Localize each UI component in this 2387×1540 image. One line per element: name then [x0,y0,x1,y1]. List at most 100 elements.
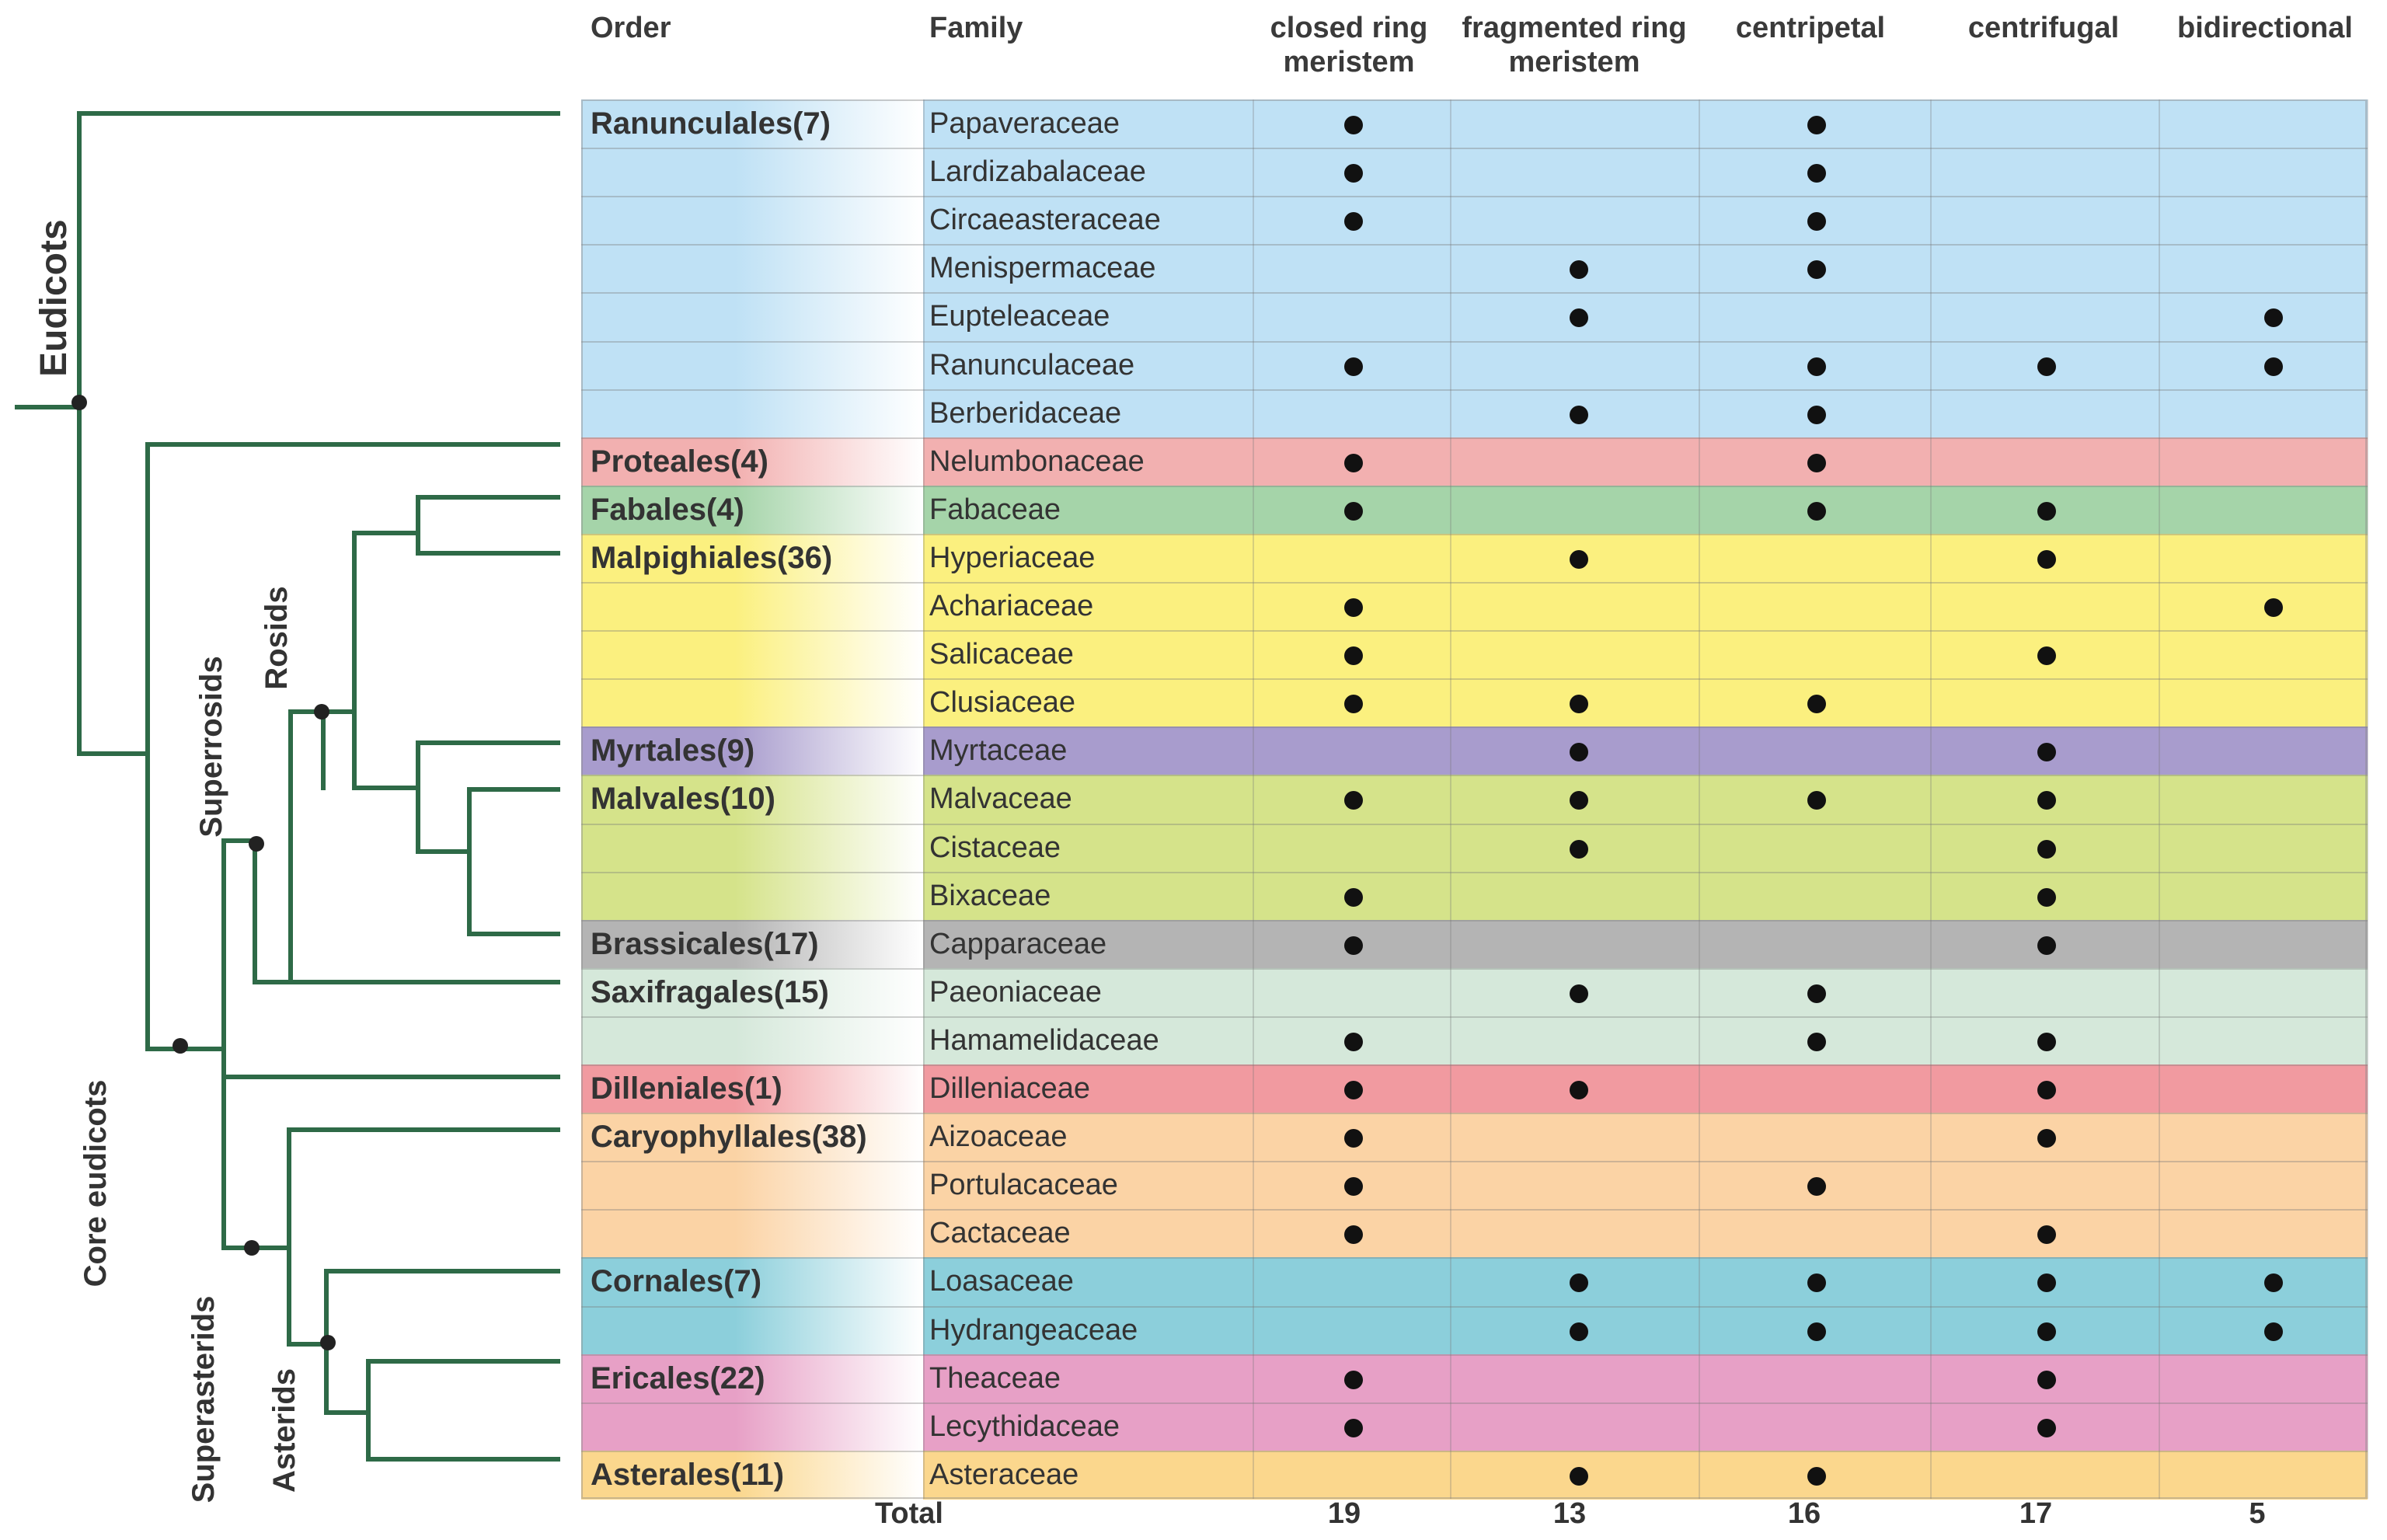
family-label: Lardizabalaceae [929,155,1146,189]
family-label: Salicaceae [929,638,1074,671]
presence-dot [1807,1322,1826,1341]
presence-dot [1807,405,1826,424]
family-label: Eupteleaceae [929,300,1110,333]
order-cell [581,1257,923,1355]
family-label: Myrtaceae [929,734,1068,768]
presence-dot [1344,935,1363,955]
presence-dot [1344,887,1363,907]
presence-dot [1570,1466,1588,1486]
row-divider [581,630,2368,632]
table-outline [581,99,2367,1499]
order-label: Ranunculales(7) [591,106,831,141]
order-label: Brassicales(17) [591,926,819,961]
presence-dot [1807,1273,1826,1293]
row-divider [581,292,2368,294]
presence-dot [1344,164,1363,183]
header-fragmented-ring: fragmented ring meristem [1462,12,1687,78]
row-divider [581,1402,2368,1404]
presence-dot [1807,791,1826,810]
presence-dot [1570,405,1588,424]
header-centripetal: centripetal [1735,12,1886,44]
presence-dot [2037,646,2056,666]
header-bidirectional: bidirectional [2177,12,2353,44]
family-label: Menispermaceae [929,252,1156,285]
presence-dot [2037,935,2056,955]
row-divider [581,1113,2368,1115]
presence-dot [1807,501,1826,521]
presence-dot [2037,791,2056,810]
presence-dot [1570,1322,1588,1341]
presence-dot [1807,116,1826,135]
family-label: Papaveraceae [929,107,1120,140]
presence-dot [2264,308,2283,328]
header-closed-ring: closed ring meristem [1270,12,1428,78]
family-label: Capparaceae [929,927,1107,960]
column-divider [1450,99,1451,1499]
total-centripetal: 16 [1787,1497,1821,1530]
presence-dot [1344,695,1363,714]
presence-dot [1570,308,1588,328]
row-divider [581,1064,2368,1066]
column-divider [1253,99,1254,1499]
order-label: Caryophyllales(38) [591,1120,867,1155]
family-label: Ranunculaceae [929,348,1135,382]
total-label: Total [875,1497,943,1530]
row-divider [581,1354,2368,1356]
family-label: Hamamelidaceae [929,1023,1159,1057]
presence-dot [2037,887,2056,907]
presence-dot [1570,549,1588,569]
family-label: Dilleniaceae [929,1072,1091,1105]
clade-eudicots: Eudicots [33,219,75,377]
family-label: Clusiaceae [929,686,1075,719]
presence-dot [1344,1370,1363,1389]
presence-dot [1807,1177,1826,1197]
presence-dot [1570,984,1588,1003]
order-cell [581,1064,923,1114]
family-label: Hyperiaceae [929,541,1096,574]
presence-dot [1570,260,1588,280]
header-family: Family [929,12,1023,44]
tree-node [314,704,329,719]
row-divider [581,1257,2368,1260]
presence-dot [1344,1081,1363,1100]
row-divider [581,823,2368,825]
presence-dot [1344,453,1363,472]
order-label: Myrtales(9) [591,733,755,768]
header-order: Order [591,12,671,44]
family-label: Hydrangeaceae [929,1313,1138,1347]
row-divider [581,1016,2368,1018]
row-divider [581,533,2368,535]
row-divider [581,678,2368,681]
order-cell [581,1450,923,1500]
family-label: Loasaceae [929,1265,1074,1298]
row-divider [581,1209,2368,1211]
total-bidirectional: 5 [2249,1497,2266,1530]
family-label: Cistaceae [929,831,1061,864]
presence-dot [2037,1129,2056,1148]
family-label: Berberidaceae [929,396,1122,430]
tree-node [71,395,87,410]
column-divider [2159,99,2160,1499]
order-label: Malvales(10) [591,782,775,817]
row-divider [581,919,2368,922]
presence-dot [1344,116,1363,135]
tree-node [172,1038,188,1054]
order-cell [581,1113,923,1259]
order-label: Cornales(7) [591,1264,762,1299]
presence-dot [2037,839,2056,859]
presence-dot [2264,1273,2283,1293]
presence-dot [2037,1322,2056,1341]
clade-superrosids: Superrosids [194,656,228,838]
row-divider [581,775,2368,777]
row-divider [581,1161,2368,1163]
phylogenetic-tree [15,111,560,1462]
presence-dot [1570,1273,1588,1293]
family-label: Portulacaceae [929,1169,1118,1202]
presence-dot [1807,1032,1826,1051]
family-label: Bixaceae [929,879,1051,912]
presence-dot [1344,791,1363,810]
total-closed-ring: 19 [1327,1497,1361,1530]
order-label: Dilleniales(1) [591,1071,782,1106]
family-label: Cactaceae [929,1217,1071,1250]
row-divider [581,967,2368,970]
